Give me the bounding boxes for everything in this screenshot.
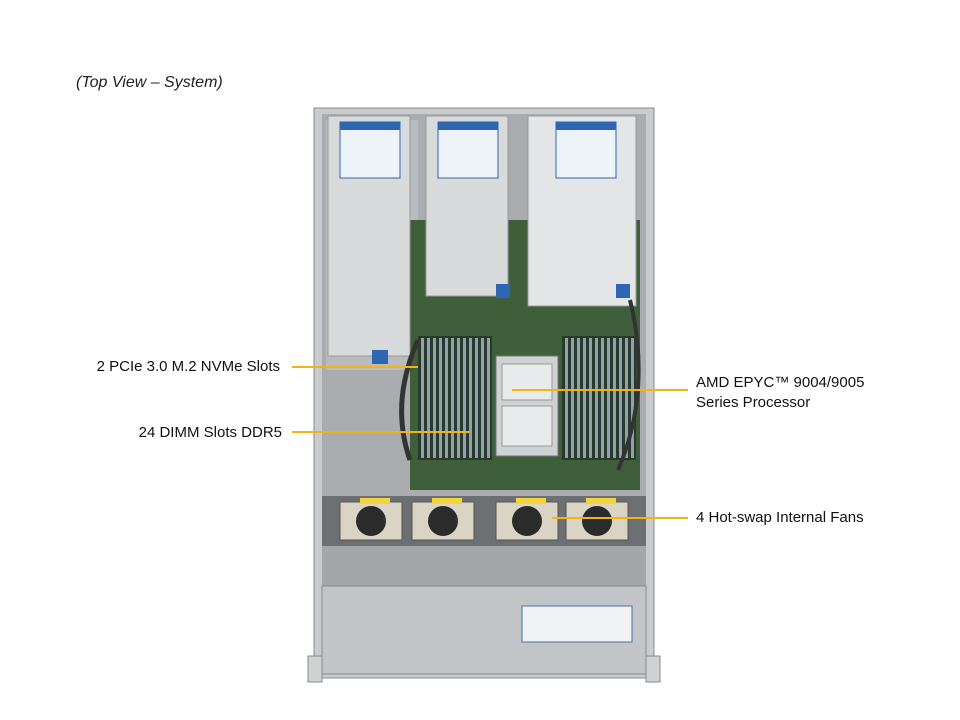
fan-2 bbox=[411, 498, 475, 541]
fans-leader bbox=[552, 517, 688, 519]
cpu-label-line1: AMD EPYC™ 9004/9005 bbox=[696, 374, 865, 391]
fan-1 bbox=[339, 498, 403, 541]
fan-4 bbox=[565, 498, 629, 541]
riser-slot-1-2 bbox=[527, 115, 637, 307]
dimm-slots-leader bbox=[292, 431, 470, 433]
front-ear-left bbox=[307, 655, 323, 683]
fans-label: 4 Hot-swap Internal Fans bbox=[696, 509, 864, 526]
dimm-slots-label: 24 DIMM Slots DDR5 bbox=[138, 424, 282, 441]
cpu-heatsink bbox=[495, 355, 559, 457]
view-caption: (Top View – System) bbox=[76, 74, 223, 91]
fan-3 bbox=[495, 498, 559, 541]
dimm-bank-right bbox=[562, 336, 636, 460]
front-ear-right bbox=[645, 655, 661, 683]
cpu-label-line2: Series Processor bbox=[696, 394, 811, 411]
riser-slot-3-4 bbox=[425, 115, 510, 298]
riser-slot-5-6 bbox=[327, 115, 411, 364]
m2-slots-leader bbox=[292, 366, 418, 368]
service-label bbox=[521, 605, 633, 643]
dimm-bank-left bbox=[418, 336, 492, 460]
backplane-area bbox=[322, 546, 646, 586]
m2-slots-label: 2 PCIe 3.0 M.2 NVMe Slots bbox=[96, 358, 280, 375]
server-top-view-photo bbox=[307, 107, 661, 683]
cpu-leader bbox=[512, 389, 688, 391]
